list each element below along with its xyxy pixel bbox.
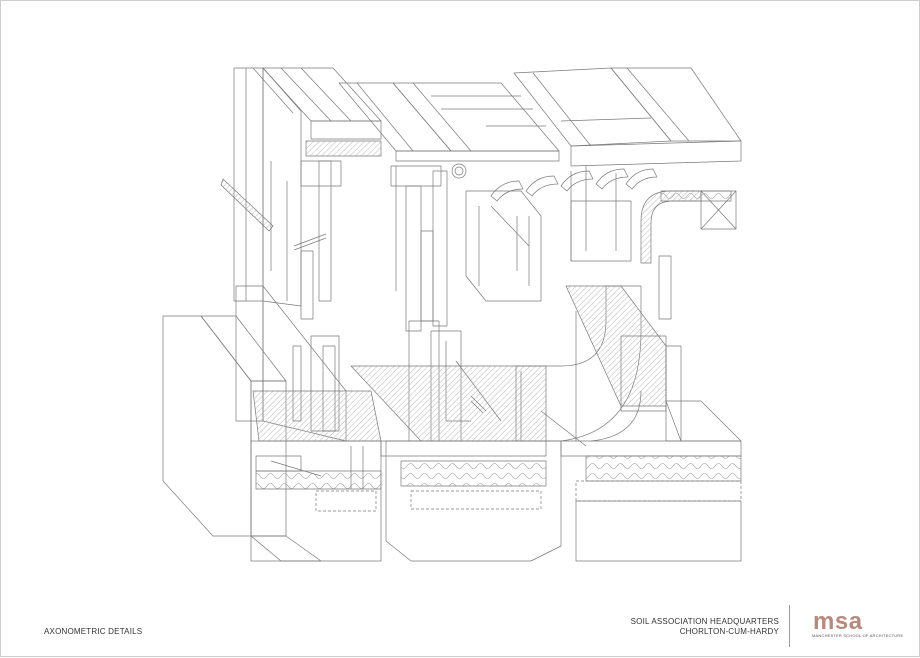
msa-logo-subtext: MANCHESTER SCHOOL OF ARCHITECTURE (812, 633, 904, 638)
project-title: SOIL ASSOCIATION HEADQUARTERS (630, 617, 779, 626)
detail-top-middle (338, 82, 658, 332)
project-title-block: SOIL ASSOCIATION HEADQUARTERS CHORLTON-C… (559, 617, 779, 637)
sheet-caption: AXONOMETRIC DETAILS (44, 627, 143, 636)
project-location: CHORLTON-CUM-HARDY (679, 627, 779, 636)
detail-bottom-left (162, 285, 382, 562)
title-divider (789, 605, 790, 647)
msa-logo: msa (813, 608, 863, 635)
detail-bottom-middle (350, 320, 562, 562)
detail-top-right (513, 67, 742, 320)
detail-top-left (220, 67, 382, 320)
detail-bottom-right (515, 285, 742, 562)
